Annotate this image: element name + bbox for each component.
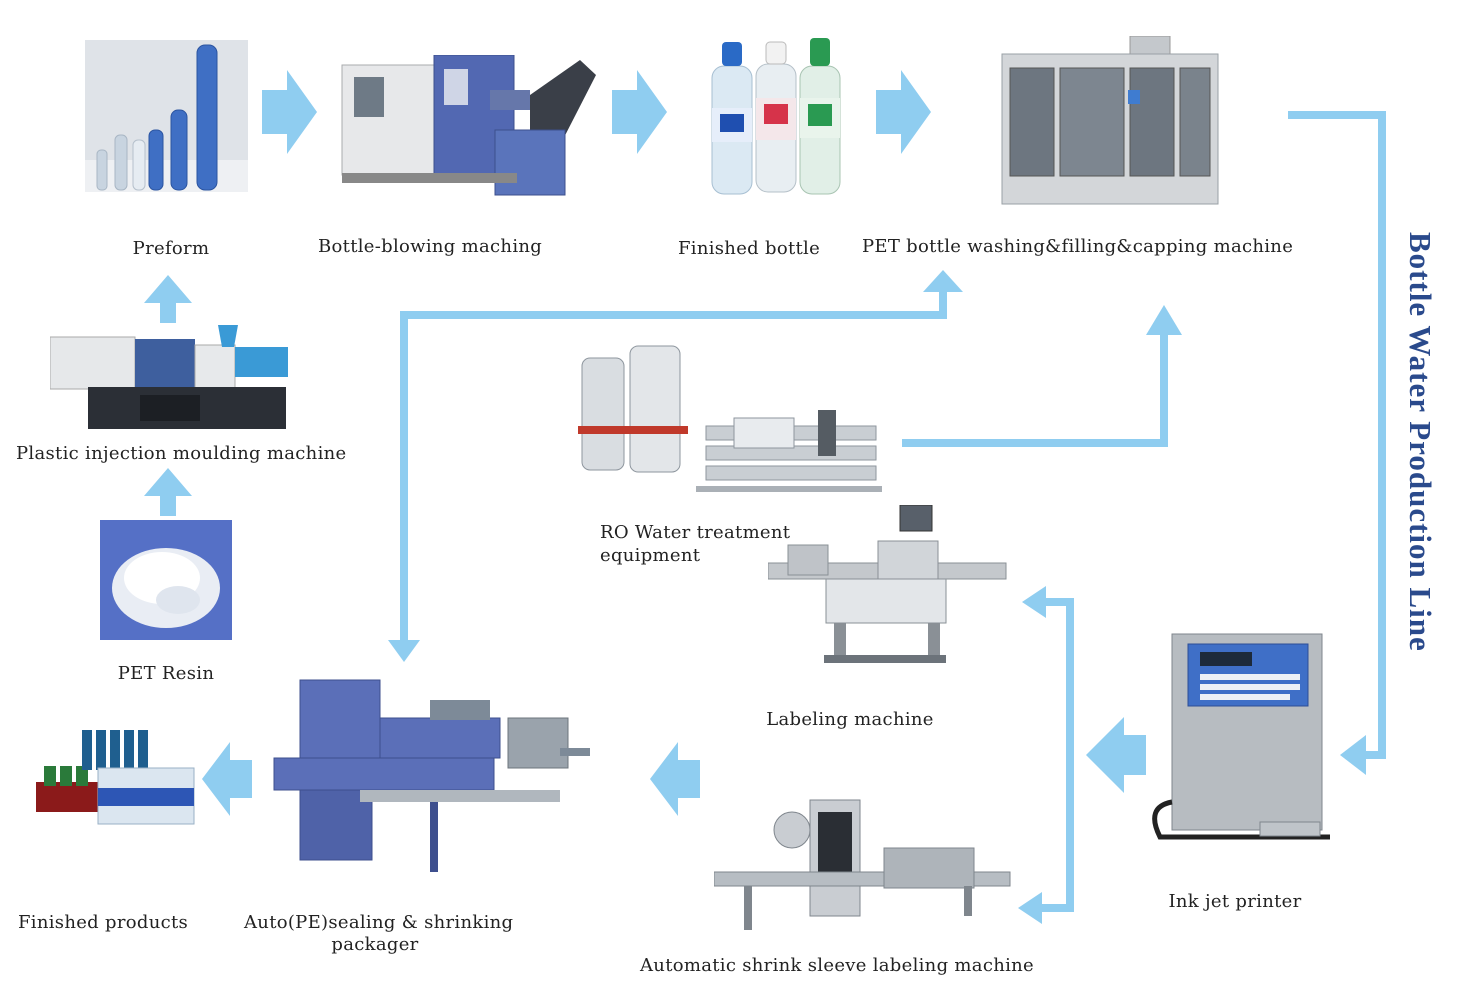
filling-machine-icon (1000, 35, 1222, 208)
ink-jet-label: Ink jet printer (1168, 891, 1302, 912)
product-pack-icon (34, 724, 196, 828)
preform-image-icon (85, 40, 248, 192)
ro-label-line1: RO Water treatment (600, 522, 791, 543)
auto-pe-label-line1: Auto(PE)sealing & shrinking (244, 912, 514, 933)
pet-resin-label: PET Resin (117, 663, 215, 684)
finished-products-label: Finished products (18, 912, 189, 933)
shrink-sleeve-machine-icon (713, 798, 1012, 936)
ro-water-equipment-icon (556, 340, 882, 506)
bottle-blowing-machine-icon (340, 54, 600, 205)
ro-label-line2: equipment (600, 545, 701, 566)
connector-ro-to-filling (902, 320, 1168, 447)
arrow-left-1 (202, 742, 252, 816)
arrow-left-3 (1086, 717, 1146, 793)
labeling-label: Labeling machine (766, 709, 934, 730)
shrink-sleeve-label: Automatic shrink sleeve labeling machine (640, 955, 1034, 976)
arrow-right-2 (612, 70, 667, 154)
labeling-machine-icon (767, 504, 1008, 673)
arrow-up-1 (144, 275, 192, 323)
preform-label: Preform (132, 238, 210, 259)
injection-label: Plastic injection moulding machine (16, 443, 347, 464)
arrow-right-1 (262, 70, 317, 154)
auto-pe-label-line2: packager (331, 934, 419, 955)
injection-machine-icon (49, 325, 288, 430)
finished-bottle-label: Finished bottle (677, 238, 821, 259)
washing-filling-label: PET bottle washing&filling&capping machi… (862, 236, 1294, 257)
bottles-icon (708, 38, 844, 196)
connector-labeling-loop (1025, 598, 1074, 912)
arrow-up-2 (144, 468, 192, 516)
resin-pellets-icon (100, 520, 232, 640)
diagram-title: Bottle Water Production Line (1403, 232, 1438, 652)
arrow-right-3 (876, 70, 931, 154)
ink-jet-printer-icon (1150, 632, 1330, 852)
connector-filling-to-packager (400, 287, 947, 650)
arrow-left-2 (650, 742, 700, 816)
bottle-blowing-label: Bottle-blowing maching (318, 236, 543, 257)
shrink-packager-icon (270, 678, 594, 876)
